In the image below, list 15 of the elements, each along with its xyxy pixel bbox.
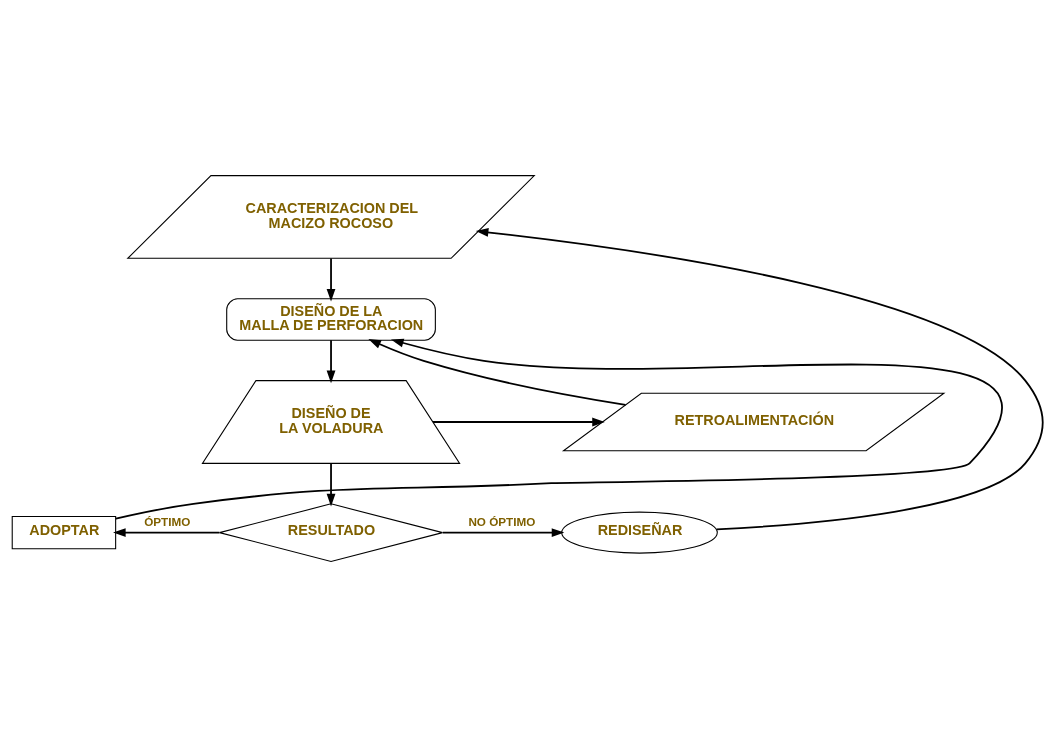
arrow: [326, 338, 336, 383]
arrow: [326, 462, 336, 506]
node-ellipse: REDISEÑAR: [561, 511, 718, 554]
node-diamond: RESULTADO: [219, 502, 444, 562]
arrow: [115, 338, 1003, 519]
arrow: [368, 338, 627, 406]
edge-label: NO ÓPTIMO: [468, 514, 536, 528]
edge-label: ÓPTIMO: [144, 514, 191, 528]
arrow: [475, 227, 1044, 530]
arrow: [113, 527, 221, 537]
arrow: [441, 527, 565, 537]
node-box: DISEÑO DE LA MALLA DE PERFORACION: [226, 297, 436, 341]
node-box: ADOPTAR: [11, 515, 117, 549]
arrow: [326, 257, 336, 301]
arrow: [432, 417, 605, 426]
